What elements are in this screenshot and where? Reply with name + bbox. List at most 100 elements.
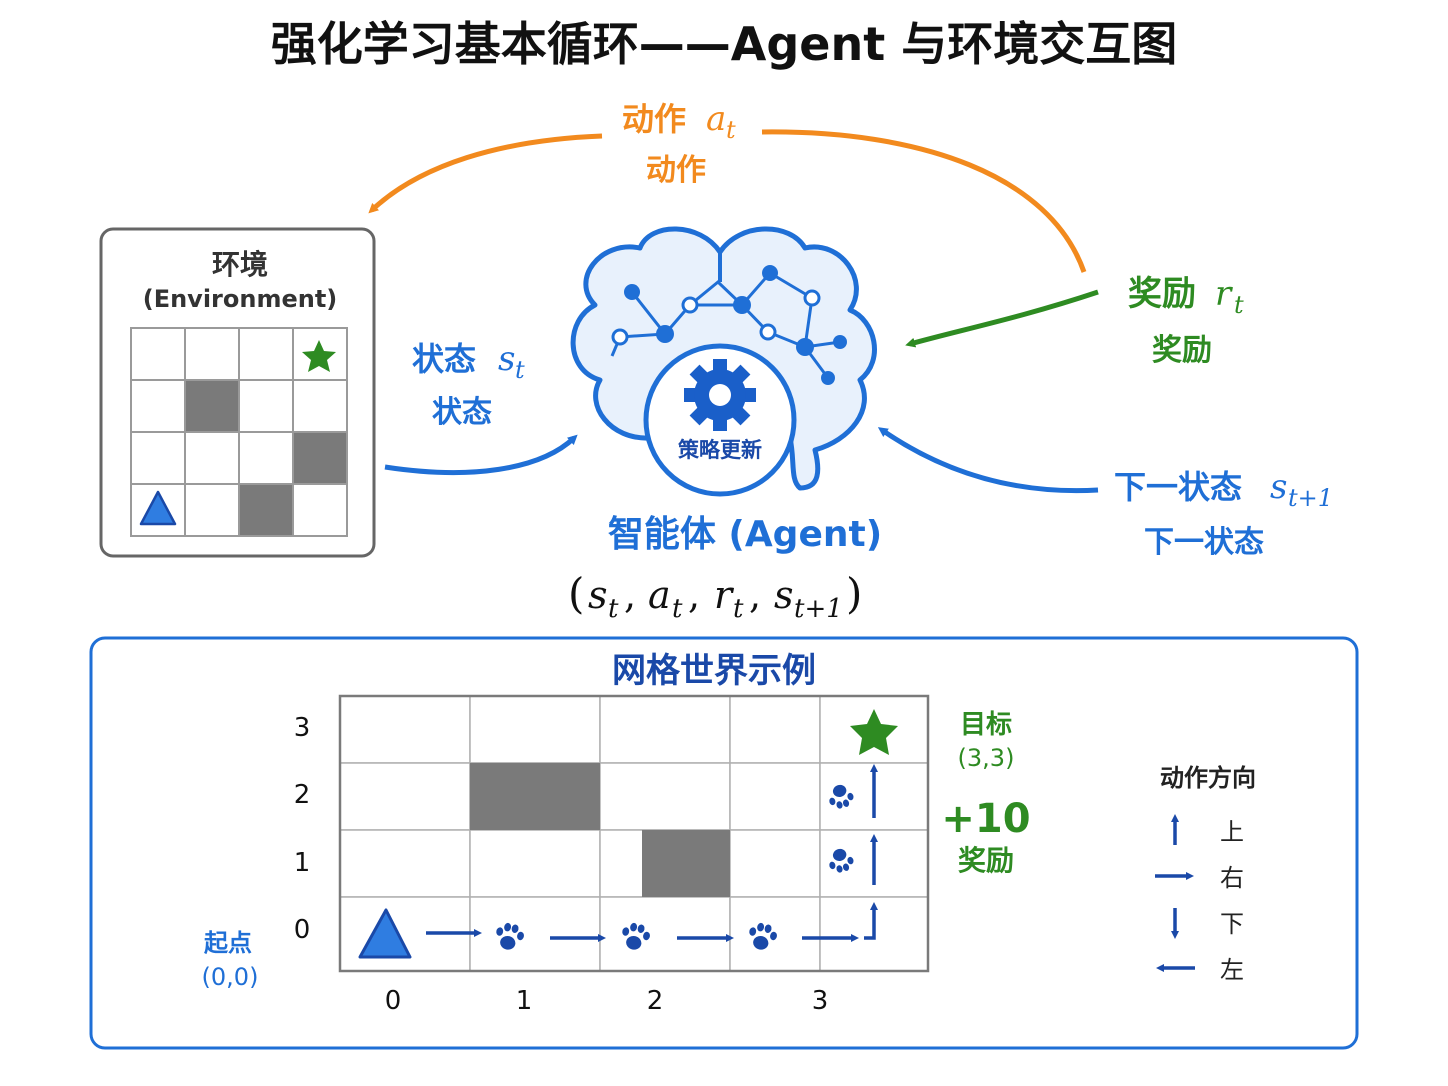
legend-down-label: 下 [1220,910,1244,938]
goal-label: 目标 [960,710,1012,740]
agent-label: 智能体 (Agent) [608,514,882,555]
gridworld-border [338,694,930,973]
next-state-subscript: t+1 [1288,484,1333,512]
reward-caption: 奖励 [1152,333,1212,368]
next-state-symbol: s [1270,467,1287,507]
gridworld-cell [729,762,821,831]
neuron-nodes [611,265,847,385]
gridworld-cell [729,695,821,764]
x-tick-label: 3 [812,986,829,1016]
start-coord: (0,0) [202,963,259,991]
tuple-a-sub: t [672,594,683,624]
action-arrow [368,133,603,214]
gridworld-cell [469,896,601,972]
goal-star-icon [850,709,898,755]
env-grid-cell [292,483,348,537]
page-title: 强化学习基本循环——Agent 与环境交互图 [271,17,1177,71]
env-grid-cell [238,431,294,485]
tuple-close: ) [846,569,862,618]
tuple-sep-1: , [624,573,636,617]
legend-left-label: 左 [1220,956,1244,984]
gridworld-cell [469,695,601,764]
state-arrow [384,434,578,476]
env-wall-cell [292,431,348,485]
env-grid-cell [130,327,186,381]
action-arrow-tail [761,129,1087,273]
tuple-a: a [648,573,671,617]
env-grid-cell [130,379,186,433]
gridworld-cell [339,762,471,831]
env-grid-cell [130,431,186,485]
action-caption: 动作 [646,153,706,188]
gridworld-grid [338,694,930,973]
state-label-text: 状态 [412,340,476,378]
goal-coord: (3,3) [958,744,1015,772]
gridworld-title: 网格世界示例 [612,651,816,691]
reward-label: 奖励 r t 奖励 [1128,274,1244,368]
x-tick-label: 1 [516,986,533,1016]
y-tick-label: 0 [294,915,311,945]
reward-value: +10 [941,796,1030,842]
next-state-arrow [877,427,1099,494]
tuple-r: r [714,573,735,617]
reward-arrow [905,289,1099,348]
gridworld-cell [469,829,601,898]
state-subscript: t [515,356,525,384]
path-arrow-up [864,902,878,940]
legend-title: 动作方向 [1160,764,1256,792]
gridworld-cell [599,896,731,972]
gridworld-wall-cell [642,830,730,897]
environment-subtitle: (Environment) [143,285,338,313]
gridworld-cell [729,829,821,898]
transition-tuple: ( s t , a t , r t , s t+1 ) [568,569,862,624]
reward-caption-gridworld: 奖励 [958,844,1014,877]
env-grid-cell [184,483,240,537]
reward-symbol: r [1215,274,1233,314]
gridworld-cell [599,695,731,764]
gridworld-cell [599,762,731,831]
tuple-open: ( [568,569,584,618]
env-grid-cell [184,431,240,485]
env-wall-cell [184,379,240,433]
environment-title: 环境 [212,248,268,281]
reward-label-text: 奖励 [1128,274,1196,314]
env-grid-cell [184,327,240,381]
path-arrows [426,764,878,942]
triangle-icon [139,490,177,526]
action-label: 动作 a t 动作 [622,99,736,188]
env-grid-cell [238,327,294,381]
y-tick-label: 1 [294,848,311,878]
tuple-s-next-sub: t+1 [794,594,843,624]
env-grid-cell [238,379,294,433]
start-triangle-icon [358,908,412,959]
star-icon [302,340,336,372]
next-state-label-text: 下一状态 [1114,468,1242,506]
legend-up-label: 上 [1220,818,1244,846]
next-state-caption: 下一状态 [1144,525,1264,560]
x-tick-label: 2 [647,986,664,1016]
action-legend: 动作方向 上 右 下 左 [1155,764,1256,984]
env-grid-cell [292,379,348,433]
gear-icon [684,359,756,431]
tuple-s: s [588,573,608,617]
state-caption: 状态 [432,395,492,430]
policy-update-label: 策略更新 [678,438,762,462]
legend-right-label: 右 [1220,864,1244,892]
tuple-s-next: s [774,573,794,617]
start-label: 起点 [203,929,252,957]
reward-subscript: t [1234,291,1244,319]
agent-brain: 策略更新 [570,226,877,497]
action-symbol: a [706,99,726,139]
action-label-text: 动作 [622,100,686,138]
gridworld-wall-cell [470,763,600,830]
state-symbol: s [498,339,515,379]
y-tick-label: 3 [294,713,311,743]
env-wall-cell [238,483,294,537]
tuple-sep-3: , [749,573,761,617]
tuple-s-sub: t [608,594,619,624]
tuple-sep-2: , [688,573,700,617]
next-state-label: 下一状态 s t+1 下一状态 [1114,467,1333,560]
